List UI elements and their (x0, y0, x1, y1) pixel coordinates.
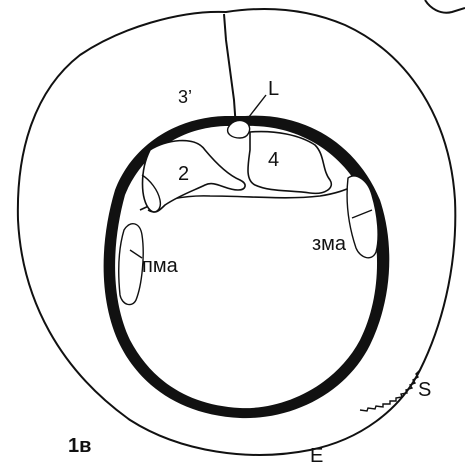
foramen-L (228, 121, 250, 138)
pocket-pma (119, 224, 143, 305)
label-2: 2 (178, 163, 189, 185)
edge-fragment (425, 0, 465, 13)
corrugated-edge (360, 370, 420, 411)
outer-wall-outline (18, 9, 455, 455)
panel-label: 1в (68, 435, 91, 457)
label-zma: зма (312, 233, 347, 255)
label-L: L (268, 78, 279, 100)
label-3prime: 3’ (178, 87, 192, 107)
label-4: 4 (268, 149, 279, 171)
label-pma: пма (142, 255, 179, 277)
label-E: E (310, 445, 323, 467)
suture-line (224, 14, 236, 128)
chamber-2-outline (143, 141, 246, 213)
label-S: S (418, 379, 431, 401)
